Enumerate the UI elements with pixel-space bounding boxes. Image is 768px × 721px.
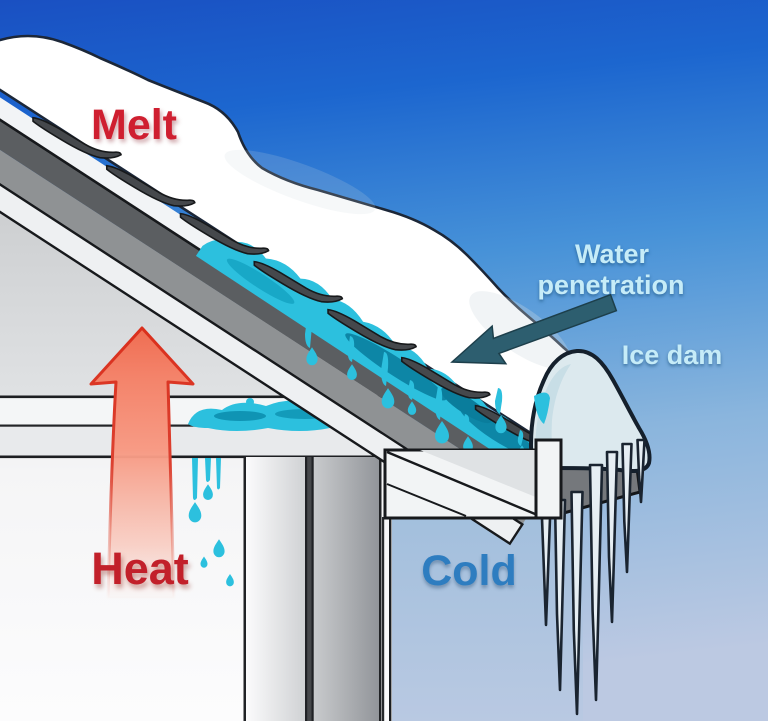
ice-dam-label: Ice dam <box>622 340 723 370</box>
heat-label: Heat <box>91 543 189 594</box>
melt-label: Melt <box>91 101 177 149</box>
snow-blanket <box>0 34 576 458</box>
roof-drips <box>305 312 527 459</box>
icicles <box>540 438 646 716</box>
fascia-board <box>534 438 563 520</box>
shingles <box>32 116 565 447</box>
water-penetration-arrow-icon <box>450 293 618 365</box>
ceiling-drips <box>188 458 234 587</box>
eave-soffit <box>383 438 563 520</box>
water-penetration-label-line1: Water <box>575 239 650 269</box>
cold-label: Cold <box>421 547 517 595</box>
heat-up-arrow <box>89 326 195 600</box>
labels: Melt Heat Cold Water penetration Ice dam <box>91 101 722 595</box>
wall-studs <box>243 457 392 721</box>
snow-outline <box>0 34 576 458</box>
